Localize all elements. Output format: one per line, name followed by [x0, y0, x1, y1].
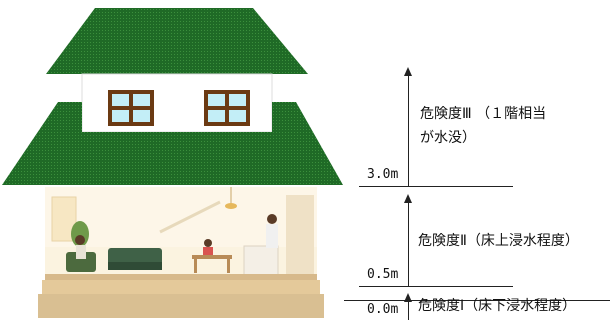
- level-label-3-0: 3.0m: [367, 167, 399, 182]
- risk-level-3-line1: 危険度Ⅲ （１階相当: [420, 106, 547, 122]
- arrow-shaft-3: [408, 76, 409, 186]
- lower-roof: [2, 102, 343, 185]
- foundation-base: [38, 294, 324, 318]
- arrowhead-2: [404, 194, 412, 203]
- living-room-scene: [45, 187, 317, 293]
- level-label-0-5: 0.5m: [367, 267, 399, 282]
- arrowhead-3: [404, 67, 412, 76]
- window-right: [204, 90, 250, 126]
- level-line-3-0: [359, 186, 513, 187]
- level-label-0-0: 0.0m: [367, 302, 399, 317]
- risk-level-2: 危険度Ⅱ（床上浸水程度）: [418, 233, 579, 249]
- upper-roof: [46, 8, 308, 74]
- arrow-shaft-2: [408, 203, 409, 286]
- level-line-0-0: [344, 300, 610, 301]
- risk-level-1: 危険度Ⅰ（床下浸水程度）: [418, 298, 577, 314]
- arrowhead-1: [404, 293, 412, 302]
- risk-level-3-line2: が水没）: [420, 130, 476, 146]
- arrow-shaft-1: [408, 302, 409, 320]
- window-left: [108, 90, 154, 126]
- foundation: [42, 280, 320, 294]
- level-line-0-5: [359, 286, 513, 287]
- house-illustration: [2, 8, 343, 318]
